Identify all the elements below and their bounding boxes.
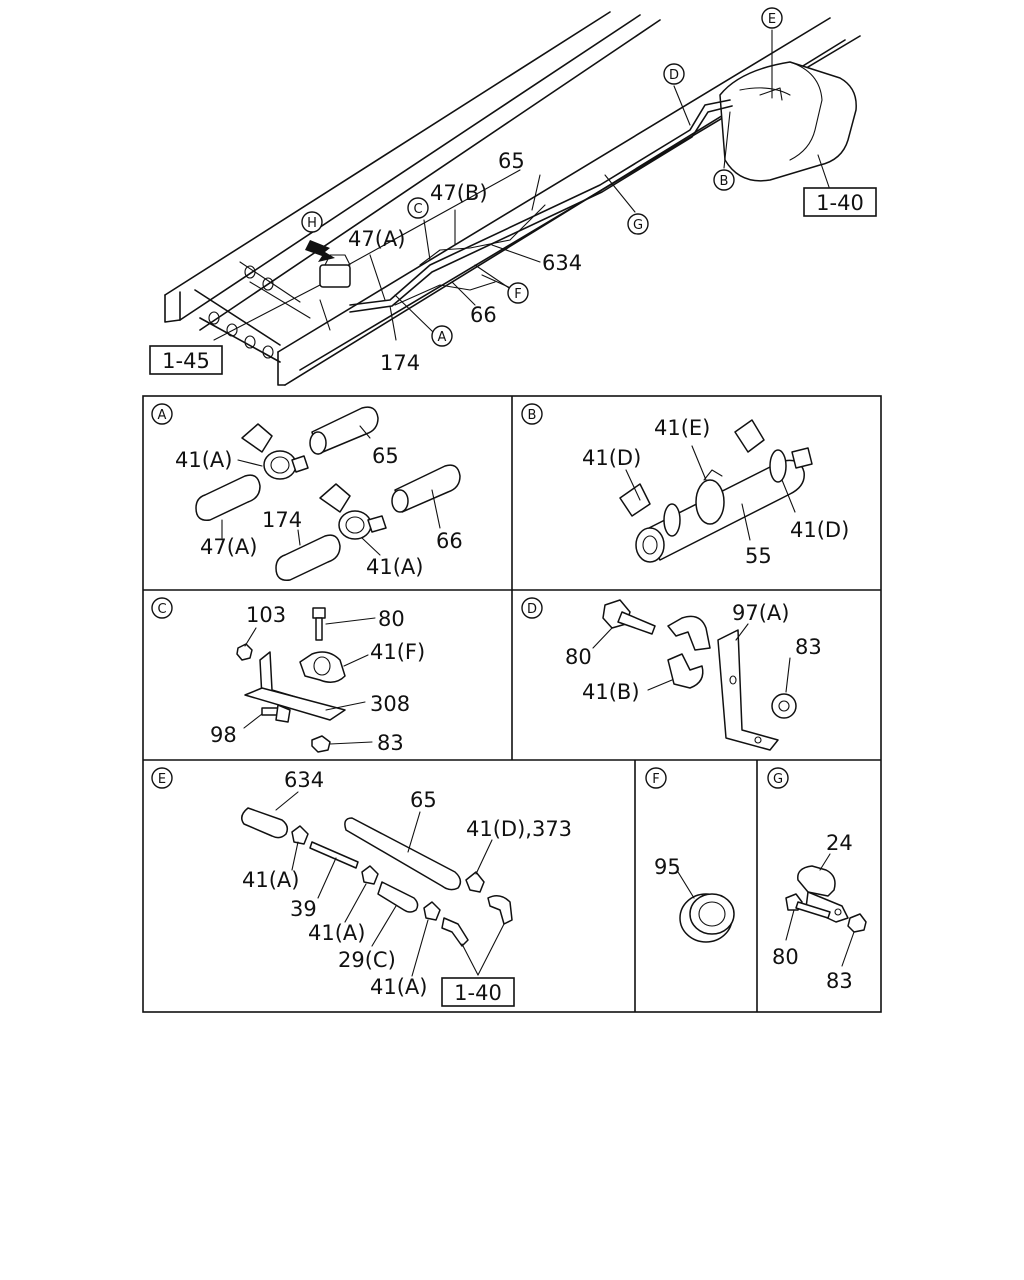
panel-a-letter: A	[151, 403, 173, 425]
panel-e-letter: E	[151, 767, 173, 789]
callout-g: G	[627, 213, 649, 235]
frame-rails	[164, 11, 861, 386]
ref-box-1-40: 1-40	[803, 187, 877, 217]
callout-a: A	[431, 325, 453, 347]
panel-c-label-83: 83	[377, 731, 404, 755]
ref-box-1-45: 1-45	[149, 345, 223, 375]
detail-panel-d: D 97(A) 83 80 41(B)	[521, 597, 822, 751]
svg-text:B: B	[528, 408, 537, 423]
panel-a-label-41a: 41(A)	[175, 448, 232, 472]
svg-text:1-40: 1-40	[816, 191, 864, 215]
panel-b-label-41d-2: 41(D)	[790, 518, 849, 542]
panel-g-letter: G	[767, 767, 789, 789]
svg-text:1-45: 1-45	[162, 349, 210, 373]
svg-text:E: E	[158, 772, 166, 787]
panel-a-label-66: 66	[436, 529, 463, 553]
svg-text:F: F	[514, 287, 521, 302]
panel-e-label-41a-2: 41(A)	[308, 921, 365, 945]
panel-d-label-80: 80	[565, 645, 592, 669]
part-label-65: 65	[498, 149, 525, 173]
panel-e-label-41d-373: 41(D),373	[466, 817, 572, 841]
part-label-47b: 47(B)	[430, 181, 488, 205]
view-h-arrow-icon	[305, 240, 335, 262]
detail-panel-g: G 24 80 83	[767, 767, 867, 993]
fuel-lines	[349, 87, 783, 313]
panel-g-label-83: 83	[826, 969, 853, 993]
svg-text:B: B	[720, 174, 729, 189]
part-label-634: 634	[542, 251, 582, 275]
panel-d-letter: D	[521, 597, 543, 619]
panel-c-label-80: 80	[378, 607, 405, 631]
main-overview: E D B C H G F A 65 47(B) 47(A) 634 66 17…	[149, 7, 877, 386]
detail-panel-c: C 103 80 41(F) 308 98 83	[151, 597, 425, 755]
part-label-174: 174	[380, 351, 420, 375]
panel-g-label-80: 80	[772, 945, 799, 969]
svg-text:G: G	[773, 772, 783, 787]
detail-panel-b: B 41(E) 41(D) 41(D) 55	[521, 403, 849, 568]
part-label-66: 66	[470, 303, 497, 327]
ref-box-1-40-panel-e: 1-40	[441, 977, 515, 1007]
panel-b-label-55: 55	[745, 544, 772, 568]
panel-c-label-308: 308	[370, 692, 410, 716]
detail-panel-frames	[142, 395, 882, 1013]
svg-text:D: D	[527, 602, 537, 617]
panel-b-letter: B	[521, 403, 543, 425]
panel-c-label-41f: 41(F)	[370, 640, 425, 664]
panel-a-label-174: 174	[262, 508, 302, 532]
svg-text:1-40: 1-40	[454, 981, 502, 1005]
panel-c-label-98: 98	[210, 723, 237, 747]
fuel-filter	[319, 254, 351, 288]
part-label-47a: 47(A)	[348, 227, 405, 251]
fuel-tank	[719, 61, 857, 182]
panel-g-label-24: 24	[826, 831, 853, 855]
callout-f: F	[507, 282, 529, 304]
svg-text:E: E	[768, 12, 776, 27]
panel-f-label-95: 95	[654, 855, 681, 879]
panel-e-label-65: 65	[410, 788, 437, 812]
svg-text:C: C	[157, 602, 166, 617]
panel-e-label-39: 39	[290, 897, 317, 921]
panel-d-label-97a: 97(A)	[732, 601, 789, 625]
panel-e-label-41a-3: 41(A)	[370, 975, 427, 999]
detail-panel-f: F 95	[645, 767, 735, 943]
callout-b: B	[713, 169, 735, 191]
panel-a-label-65: 65	[372, 444, 399, 468]
panel-e-label-29c: 29(C)	[338, 948, 396, 972]
callout-e: E	[761, 7, 783, 29]
panel-f-letter: F	[645, 767, 667, 789]
panel-e-label-634: 634	[284, 768, 324, 792]
callout-d: D	[663, 63, 685, 85]
panel-e-label-41a: 41(A)	[242, 868, 299, 892]
panel-b-label-41e: 41(E)	[654, 416, 710, 440]
panel-d-label-41b: 41(B)	[582, 680, 640, 704]
svg-text:F: F	[652, 772, 659, 787]
panel-d-label-83: 83	[795, 635, 822, 659]
callout-c: C	[407, 197, 429, 219]
svg-text:A: A	[158, 408, 167, 423]
panel-c-label-103: 103	[246, 603, 286, 627]
panel-b-label-41d: 41(D)	[582, 446, 641, 470]
svg-text:C: C	[413, 202, 422, 217]
panel-c-letter: C	[151, 597, 173, 619]
main-leader-lines	[213, 29, 831, 341]
detail-panel-a: A 41(A) 65 47(A) 174 66 41(A)	[151, 403, 463, 581]
svg-text:H: H	[307, 216, 317, 231]
svg-text:G: G	[633, 218, 643, 233]
panel-a-label-47a: 47(A)	[200, 535, 257, 559]
svg-text:A: A	[438, 330, 447, 345]
svg-text:D: D	[669, 68, 679, 83]
panel-a-label-41a-2: 41(A)	[366, 555, 423, 579]
detail-panel-e: E 634 65 41(D),373 41(A) 39	[151, 767, 572, 1007]
callout-h: H	[301, 211, 323, 233]
